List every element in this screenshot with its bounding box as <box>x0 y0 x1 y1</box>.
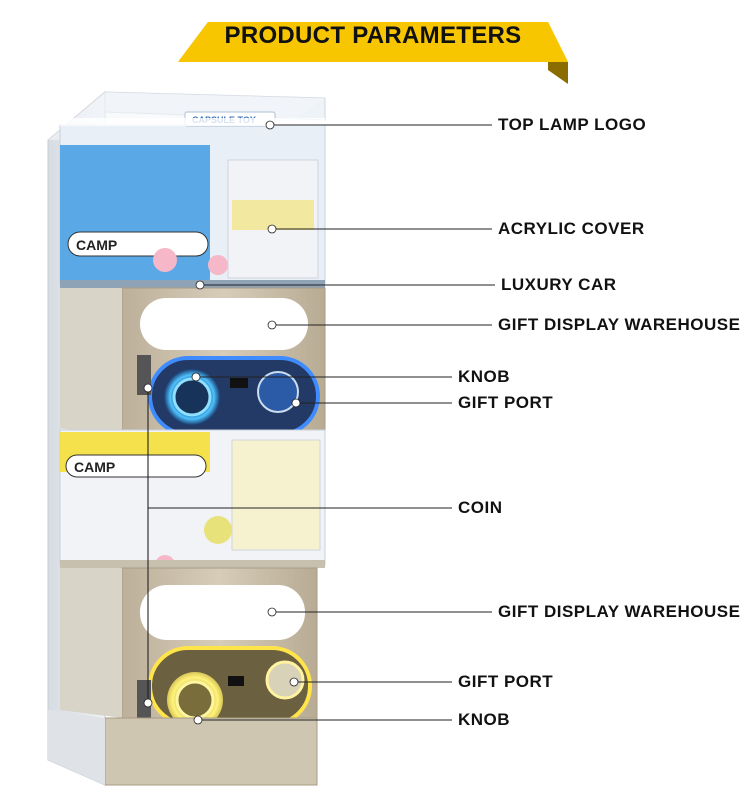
callout-knob-lower: KNOB <box>458 710 511 729</box>
upper-graphic-panel <box>60 145 210 280</box>
callout-luxury-car: LUXURY CAR <box>501 275 617 294</box>
banner-shape <box>178 22 568 84</box>
callout-top-lamp-logo: TOP LAMP LOGO <box>498 115 647 134</box>
header-banner: PRODUCT PARAMETERS <box>0 0 750 90</box>
callout-gift-display-warehouse-upper: GIFT DISPLAY WAREHOUSE <box>498 315 741 334</box>
callout-gift-display-warehouse-lower: GIFT DISPLAY WAREHOUSE <box>498 602 741 621</box>
callout-acrylic-cover: ACRYLIC COVER <box>498 219 645 238</box>
callout-gift-port-lower: GIFT PORT <box>458 672 554 691</box>
lower-display-window <box>140 585 305 640</box>
page-title: PRODUCT PARAMETERS <box>224 22 522 49</box>
upper-panel-logo: CAMP <box>76 237 117 253</box>
callout-gift-port-upper: GIFT PORT <box>458 393 554 412</box>
callout-knob-upper: KNOB <box>458 367 511 386</box>
upper-display-window <box>140 298 308 350</box>
callout-coin: COIN <box>458 498 503 517</box>
lower-panel-logo: CAMP <box>74 459 115 475</box>
